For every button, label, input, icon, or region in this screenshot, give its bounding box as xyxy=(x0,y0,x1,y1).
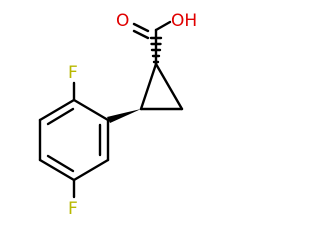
cyclopropane-bond-1 xyxy=(139,62,158,111)
fluorine-bottom-label: F xyxy=(68,199,78,219)
carbonyl-oxygen-label: O xyxy=(116,11,129,31)
cyclopropane-bond-2 xyxy=(154,62,184,111)
hydroxyl-label: OH xyxy=(171,11,197,31)
molecule-drawing: O OH F F xyxy=(38,11,197,219)
c-o-double-bond-b xyxy=(132,29,150,40)
c-o-double-bond-a xyxy=(132,22,150,33)
structure-canvas: O OH F F xyxy=(38,11,197,219)
solid-wedge-bond xyxy=(107,109,141,123)
fluorine-top-label: F xyxy=(68,63,78,83)
c-oh-bond xyxy=(154,20,172,32)
benzene-ring xyxy=(38,98,110,182)
hashed-wedge-bond xyxy=(149,36,163,64)
